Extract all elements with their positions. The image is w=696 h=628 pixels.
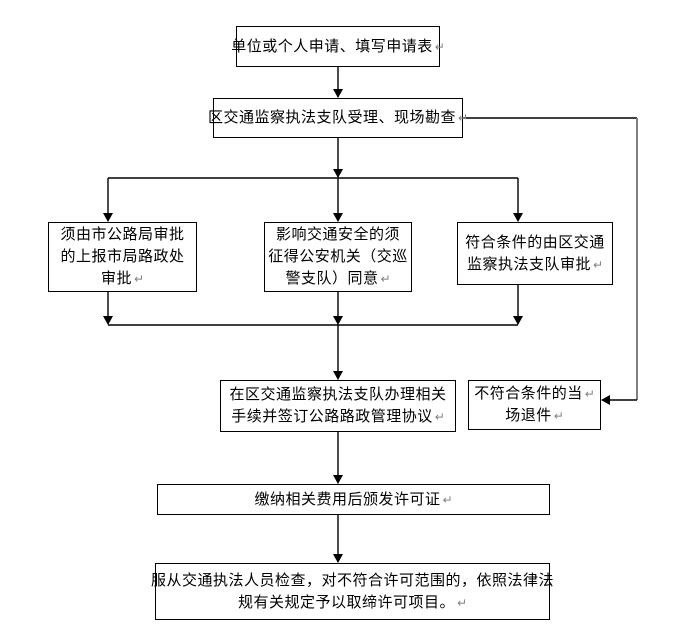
node-city-approval: 须由市公路局审批 的上报市局路政处 审批↵: [48, 222, 197, 292]
node-district-approval-line: 符合条件的由区交通: [465, 232, 605, 254]
node-city-approval-text: 审批: [100, 270, 132, 287]
node-reject-text: 不符合条件的当: [474, 385, 583, 402]
return-mark-icon: ↵: [457, 111, 469, 125]
node-district-approval-text: 监察执法支队审批: [466, 255, 591, 273]
node-reject: 不符合条件的当↵ 场退件↵: [468, 380, 601, 430]
node-police-consent-line: 影响交通安全的须: [276, 224, 400, 246]
node-reject-line: 场退件↵: [505, 405, 564, 427]
node-city-approval-text: 须由市公路局审批: [60, 226, 185, 243]
return-mark-icon: ↵: [592, 257, 604, 272]
node-pay-fee-line: 缴纳相关费用后颁发许可证↵: [254, 489, 452, 511]
arrowhead-down-icon: [333, 371, 343, 380]
node-inspection: 服从交通执法人员检查，对不符合许可范围的，依照法律法 规有关规定予以取缔许可项目…: [151, 563, 554, 620]
node-reject-line: 不符合条件的当↵: [474, 383, 595, 405]
node-sign-agreement: 在区交通监察执法支队办理相关 手续并签订公路路政管理协议↵: [220, 380, 456, 432]
node-city-approval-line: 审批↵: [101, 268, 144, 290]
node-inspection-text: 服从交通执法人员检查，对不符合许可范围的，依照法律法: [151, 571, 555, 589]
arrowhead-down-icon: [333, 169, 343, 178]
node-reject-text: 场退件: [505, 407, 552, 424]
return-mark-icon: ↵: [434, 410, 445, 424]
node-sign-agreement-line: 手续并签订公路路政管理协议↵: [231, 406, 445, 428]
arrowhead-down-icon: [103, 213, 113, 222]
node-police-consent-line: 征得公安机关（交巡: [268, 246, 408, 268]
node-police-consent-line: 警支队）同意↵: [285, 268, 390, 290]
arrowhead-down-icon: [333, 213, 343, 222]
node-inspection-line: 服从交通执法人员检查，对不符合许可范围的，依照法律法: [151, 570, 554, 592]
node-apply-line: 单位或个人申请、填写申请表↵: [231, 36, 445, 58]
node-pay-fee-text: 缴纳相关费用后颁发许可证: [254, 490, 441, 508]
node-sign-agreement-text: 手续并签订公路路政管理协议: [231, 408, 433, 425]
node-district-approval-line: 监察执法支队审批↵: [467, 254, 603, 276]
node-district-approval: 符合条件的由区交通 监察执法支队审批↵: [457, 222, 613, 285]
arrowhead-down-icon: [103, 316, 113, 325]
node-pay-fee: 缴纳相关费用后颁发许可证↵: [157, 484, 550, 515]
node-police-consent-text: 征得公安机关（交巡: [268, 248, 408, 265]
return-mark-icon: ↵: [380, 272, 391, 286]
return-mark-icon: ↵: [584, 387, 595, 401]
arrowhead-down-icon: [513, 316, 523, 325]
node-accept: 区交通监察执法支队受理、现场勘查↵: [208, 98, 468, 138]
return-mark-icon: ↵: [133, 272, 145, 286]
node-inspection-text: 规有关规定予以取缔许可项目。: [237, 593, 455, 611]
node-police-consent: 影响交通安全的须 征得公安机关（交巡 警支队）同意↵: [264, 222, 412, 292]
node-apply: 单位或个人申请、填写申请表↵: [231, 26, 445, 67]
node-district-approval-text: 符合条件的由区交通: [465, 233, 605, 251]
node-city-approval-line: 的上报市局路政处: [60, 246, 184, 268]
return-mark-icon: ↵: [553, 409, 564, 423]
arrowhead-down-icon: [513, 213, 523, 222]
node-police-consent-text: 警支队）同意: [285, 270, 379, 287]
arrowhead-down-icon: [333, 89, 343, 98]
arrowhead-down-icon: [333, 475, 343, 484]
return-mark-icon: ↵: [442, 492, 453, 507]
arrowhead-down-icon: [333, 554, 343, 563]
return-mark-icon: ↵: [456, 595, 468, 610]
arrowhead-down-icon: [333, 316, 343, 325]
return-mark-icon: ↵: [434, 39, 445, 54]
node-apply-text: 单位或个人申请、填写申请表: [231, 37, 433, 55]
node-sign-agreement-line: 在区交通监察执法支队办理相关: [229, 384, 446, 406]
node-city-approval-text: 的上报市局路政处: [60, 248, 185, 265]
node-sign-agreement-text: 在区交通监察执法支队办理相关: [229, 386, 447, 403]
node-city-approval-line: 须由市公路局审批: [60, 224, 184, 246]
node-accept-line: 区交通监察执法支队受理、现场勘查↵: [208, 107, 468, 129]
node-inspection-line: 规有关规定予以取缔许可项目。↵: [238, 592, 467, 614]
node-police-consent-text: 影响交通安全的须: [275, 226, 400, 243]
node-accept-text: 区交通监察执法支队受理、现场勘查: [207, 109, 456, 126]
arrowhead-left-icon: [601, 395, 610, 405]
